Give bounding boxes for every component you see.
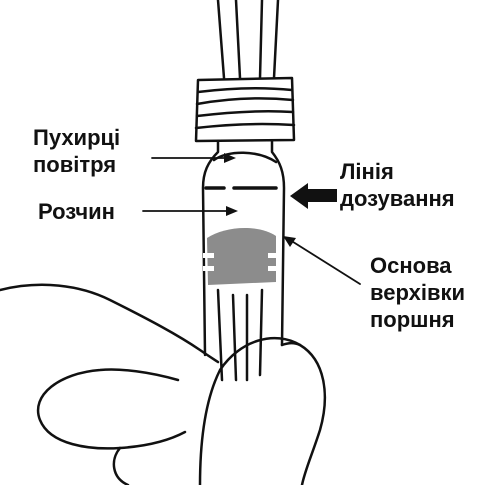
needle-hub bbox=[194, 76, 296, 143]
solution-arrowhead bbox=[226, 206, 238, 216]
hand bbox=[0, 283, 326, 485]
plunger-rod bbox=[216, 288, 264, 382]
dosing-line-arrow bbox=[290, 183, 337, 209]
plunger-tip-arrowhead bbox=[283, 236, 296, 247]
plunger-tip-base-label: Основа верхівки поршня bbox=[370, 253, 466, 332]
air-bubbles-arrowhead bbox=[224, 153, 236, 163]
needle-cap bbox=[216, 0, 280, 80]
plunger-tip bbox=[203, 227, 280, 285]
air-bubbles-label: Пухирці повітря bbox=[33, 125, 121, 177]
leader-arrowheads bbox=[224, 153, 296, 247]
leader-lines bbox=[142, 157, 361, 285]
dosing-line-label: Лінія дозування bbox=[340, 159, 455, 211]
solution-label: Розчин bbox=[38, 199, 115, 224]
